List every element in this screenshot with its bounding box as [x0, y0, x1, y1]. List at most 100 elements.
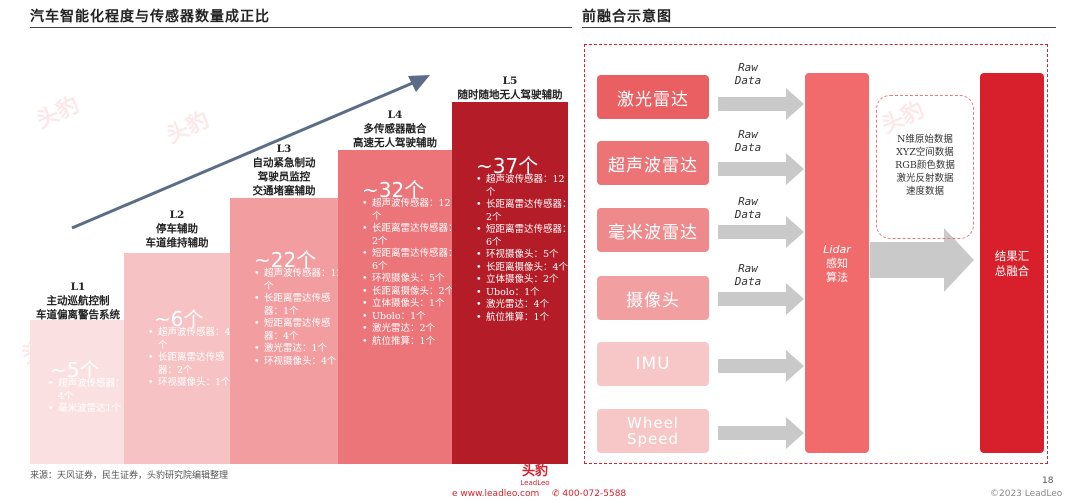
data-type-item: 激光反射数据 — [896, 173, 954, 184]
level-label-l3: L3 自动紧急制动 驾驶员监控 交通堵塞辅助 — [230, 142, 338, 198]
sensor-box-wheel-speed: Wheel Speed — [597, 409, 709, 453]
list-item: 长距离雷达传感器：2个 — [362, 223, 458, 248]
source-note: 来源：天风证券，民生证券，头豹研究院编辑整理 — [30, 471, 229, 481]
level-feature: 车道维持辅助 — [145, 237, 209, 249]
list-item: 激光雷达：2个 — [362, 323, 458, 336]
logo-subtext: LeadLeo — [520, 479, 550, 487]
trend-arrow — [71, 75, 430, 230]
raw-data-line: Raw — [738, 195, 758, 208]
web-icon: e — [452, 489, 461, 499]
level-sensor-list: 超声波传感器：4个 毫米波雷达1个 — [46, 378, 130, 416]
raw-data-line: Data — [734, 275, 762, 288]
list-item: 长距离雷达传感器：1个 — [254, 293, 344, 318]
raw-data-line: Data — [734, 141, 762, 154]
list-item: 激光雷达：1个 — [254, 343, 344, 356]
level-label-l4: L4 多传感器融合 高速无人驾驶辅助 — [338, 108, 452, 150]
level-code: L1 — [70, 281, 86, 293]
list-item: 短距离雷达传感器：6个 — [362, 248, 458, 273]
level-sensor-list: 超声波传感器：12个 长距离雷达传感器：2个 短距离雷达传感器：6个 环视摄像头… — [360, 198, 458, 348]
logo-text: 头豹 — [521, 464, 548, 479]
website-text: www.leadleo.com — [460, 489, 540, 499]
list-item: 激光雷达：4个 — [476, 299, 574, 312]
level-code: L4 — [387, 109, 403, 121]
level-step-l5: ~37个 超声波传感器：12个 长距离雷达传感器：2个 短距离雷达传感器：6个 … — [452, 102, 572, 464]
level-sensor-list: 超声波传感器：4个 长距离雷达传感器：2个 环视摄像头：1个 — [146, 327, 238, 390]
data-type-item: RGB颜色数据 — [895, 160, 955, 171]
right-title-rule — [582, 27, 1056, 28]
level-sensor-list: 超声波传感器：12个 长距离雷达传感器：2个 短距离雷达传感器：6个 环视摄像头… — [474, 174, 574, 324]
sensor-label: 毫米波雷达 — [608, 222, 698, 243]
list-item: 环视摄像头：1个 — [148, 377, 238, 390]
raw-data-line: Data — [734, 208, 762, 221]
list-item: 立体摄像头：2个 — [476, 274, 574, 287]
list-item: 环视摄像头：5个 — [476, 249, 574, 262]
level-step-l4: ~32个 超声波传感器：12个 长距离雷达传感器：2个 短距离雷达传感器：6个 … — [338, 150, 458, 464]
level-feature: 高速无人驾驶辅助 — [353, 137, 437, 149]
list-item: 长距离雷达传感器：2个 — [476, 199, 574, 224]
level-code: L2 — [169, 209, 185, 221]
phone-contact: ✆ 400-072-5588 — [552, 489, 626, 499]
phone-icon: ✆ — [552, 489, 563, 499]
sensor-label: IMU — [635, 354, 671, 374]
sensor-box-imu: IMU — [597, 342, 709, 386]
list-item: 航位推算：1个 — [476, 312, 574, 325]
sensor-box-camera: 摄像头 — [597, 276, 709, 320]
level-label-l1: L1 主动巡航控制 车道偏离警告系统 — [26, 280, 130, 322]
list-item: 长距离摄像头：2个 — [362, 286, 458, 299]
level-feature: 车道偏离警告系统 — [36, 309, 120, 321]
right-panel-title: 前融合示意图 — [582, 9, 672, 25]
website-link[interactable]: e www.leadleo.com — [452, 489, 539, 499]
level-label-l5: L5 随时随地无人驾驶辅助 — [446, 74, 574, 102]
sensor-box-ultrasonic: 超声波雷达 — [597, 141, 709, 185]
list-item: 超声波传感器：4个 — [148, 327, 238, 352]
list-item: 长距离雷达传感器：2个 — [148, 352, 238, 377]
level-feature: 自动紧急制动 — [252, 157, 316, 169]
sensor-label: 激光雷达 — [617, 89, 689, 110]
list-item: 超声波传感器：12个 — [362, 198, 458, 223]
list-item: 长距离摄像头：4个 — [476, 262, 574, 275]
level-code: L3 — [276, 143, 292, 155]
page-number: 18 — [1042, 476, 1054, 486]
lidar-box-line: 感知 — [826, 257, 848, 270]
data-type-item: N维原始数据 — [897, 134, 953, 145]
level-step-l2: ~6个 超声波传感器：4个 长距离雷达传感器：2个 环视摄像头：1个 — [124, 253, 231, 464]
data-type-item: XYZ空间数据 — [896, 147, 954, 158]
raw-data-line: Raw — [738, 262, 758, 275]
lidar-box-line: Lidar — [823, 243, 851, 256]
list-item: 短距离雷达传感器：4个 — [254, 318, 344, 343]
list-item: Ubolo：1个 — [476, 287, 574, 300]
level-step-l3: ~22个 超声波传感器：12个 长距离雷达传感器：1个 短距离雷达传感器：4个 … — [230, 198, 343, 464]
result-fusion-box: 结果汇 总融合 — [980, 73, 1044, 453]
phone-text: 400-072-5588 — [562, 489, 627, 499]
lidar-box-line: 算法 — [826, 271, 848, 284]
level-code: L5 — [502, 75, 518, 87]
left-panel-title: 汽车智能化程度与传感器数量成正比 — [30, 9, 270, 25]
list-item: Ubolo：1个 — [362, 311, 458, 324]
sensor-box-mmwave: 毫米波雷达 — [597, 208, 709, 252]
lidar-perception-box: Lidar 感知 算法 — [805, 73, 869, 453]
raw-data-line: Data — [734, 74, 762, 87]
raw-data-line: Raw — [738, 61, 758, 74]
result-box-line: 结果汇 — [994, 249, 1030, 263]
list-item: 超声波传感器：4个 — [48, 378, 130, 403]
list-item: 立体摄像头：1个 — [362, 298, 458, 311]
sensor-label: 摄像头 — [626, 290, 680, 311]
raw-data-line: Raw — [738, 128, 758, 141]
list-item: 航位推算：1个 — [362, 336, 458, 349]
leadleo-logo: 头豹 LeadLeo — [515, 464, 555, 488]
copyright: ©2023 LeadLeo — [990, 489, 1063, 499]
list-item: 超声波传感器：12个 — [476, 174, 574, 199]
data-types-box: N维原始数据 XYZ空间数据 RGB颜色数据 激光反射数据 速度数据 — [876, 95, 974, 239]
sensor-label: Wheel Speed — [626, 414, 680, 448]
level-feature: 随时随地无人驾驶辅助 — [457, 89, 563, 101]
level-feature: 交通堵塞辅助 — [252, 185, 316, 197]
data-type-item: 速度数据 — [905, 186, 944, 197]
list-item: 短距离雷达传感器：6个 — [476, 224, 574, 249]
sensor-box-lidar: 激光雷达 — [597, 75, 709, 119]
left-title-rule — [30, 27, 572, 28]
level-feature: 驾驶员监控 — [257, 171, 311, 183]
list-item: 超声波传感器：12个 — [254, 268, 344, 293]
